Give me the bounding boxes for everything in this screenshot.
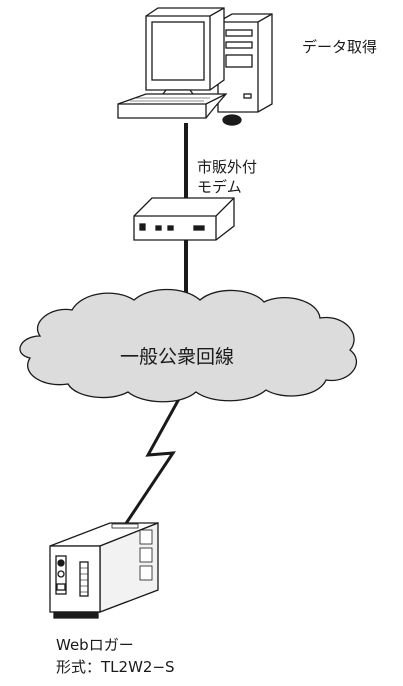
network-label: 一般公衆回線 [120,346,235,368]
logger-name: Webロガー [56,636,134,654]
pc-icon [117,7,273,126]
pc-label: データ取得 [302,38,378,56]
logger-model: 形式：TL2W2−S [56,658,175,676]
modem-label-line2: モデム [197,178,242,196]
network-cloud [19,288,357,403]
web-logger-icon [49,522,159,619]
modem-icon [133,197,235,241]
modem-label-line1: 市販外付 [197,158,258,176]
network-logger-line [123,387,187,526]
